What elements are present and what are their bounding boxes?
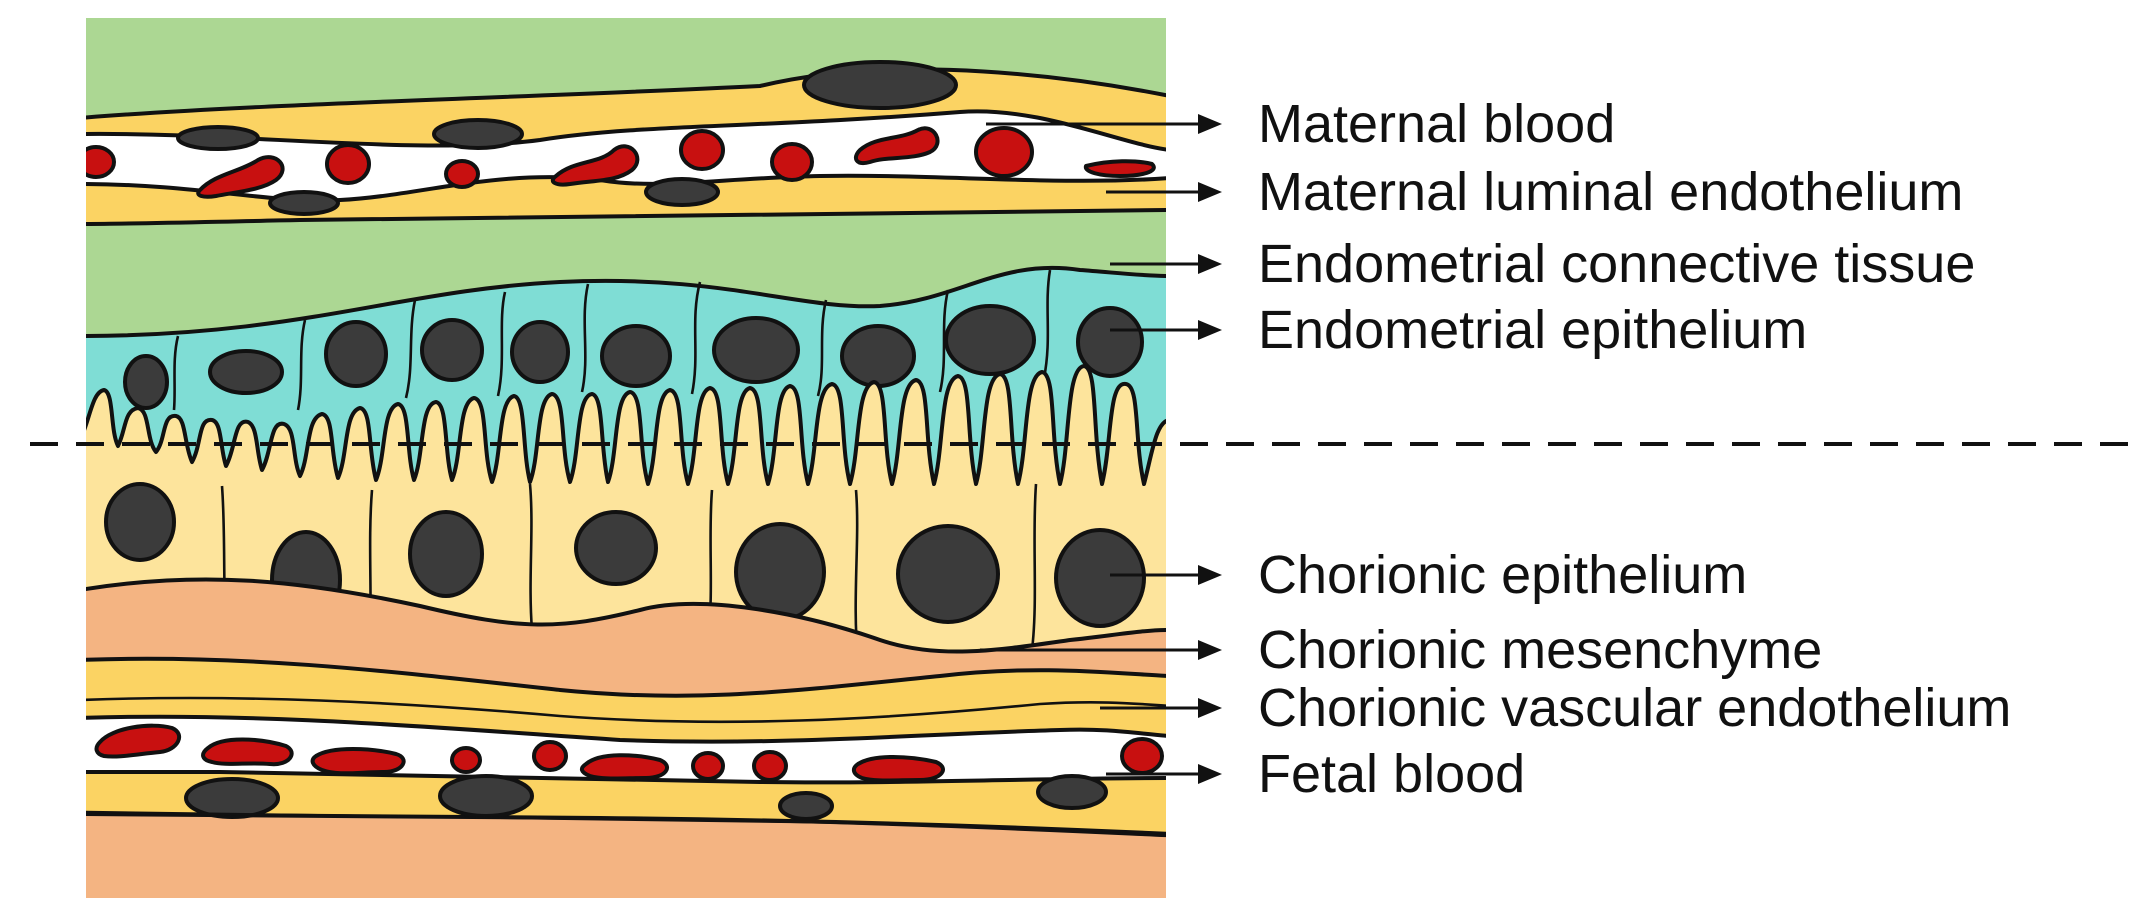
maternal-luminal-endothelium-label: Maternal luminal endothelium: [1258, 162, 1963, 222]
maternal-blood-label: Maternal blood: [1258, 94, 1615, 154]
endometrial-cell-borders: [172, 269, 1052, 411]
chorionic-vascular-endothelium-arrow-head-icon: [1198, 698, 1222, 718]
chorionic-nuclei: [104, 482, 1146, 630]
fetal-red-blood-cells: [94, 723, 1164, 783]
endometrial-epithelium-arrow-head-icon: [1198, 320, 1222, 340]
tissue-section: [86, 18, 1166, 898]
chorionic-mesenchyme-arrow-head-icon: [1198, 640, 1222, 660]
endometrial-nuclei: [123, 304, 1144, 410]
maternal-vessel-nuclei: [176, 60, 958, 216]
chorionic-vascular-endothelium-label: Chorionic vascular endothelium: [1258, 678, 2011, 738]
fetal-vessel-nuclei: [184, 774, 1108, 821]
maternal-luminal-endothelium-arrow-head-icon: [1198, 182, 1222, 202]
endometrial-connective-tissue-label: Endometrial connective tissue: [1258, 234, 1975, 294]
fetal-blood-arrow-head-icon: [1198, 764, 1222, 784]
maternal-blood-arrow-head-icon: [1198, 114, 1222, 134]
maternal-red-blood-cells: [86, 126, 1156, 199]
fetal-vessel-inner-line: [86, 696, 1166, 724]
chorionic-mesenchyme-label: Chorionic mesenchyme: [1258, 620, 1822, 680]
endometrial-epithelium-label: Endometrial epithelium: [1258, 300, 1807, 360]
endometrial-connective-tissue-arrow-head-icon: [1198, 254, 1222, 274]
chorionic-epithelium-label: Chorionic epithelium: [1258, 545, 1747, 605]
chorionic-epithelium-arrow-head-icon: [1198, 565, 1222, 585]
fetal-blood-label: Fetal blood: [1258, 744, 1525, 804]
fetal-vessel-outer-line: [86, 810, 1166, 838]
